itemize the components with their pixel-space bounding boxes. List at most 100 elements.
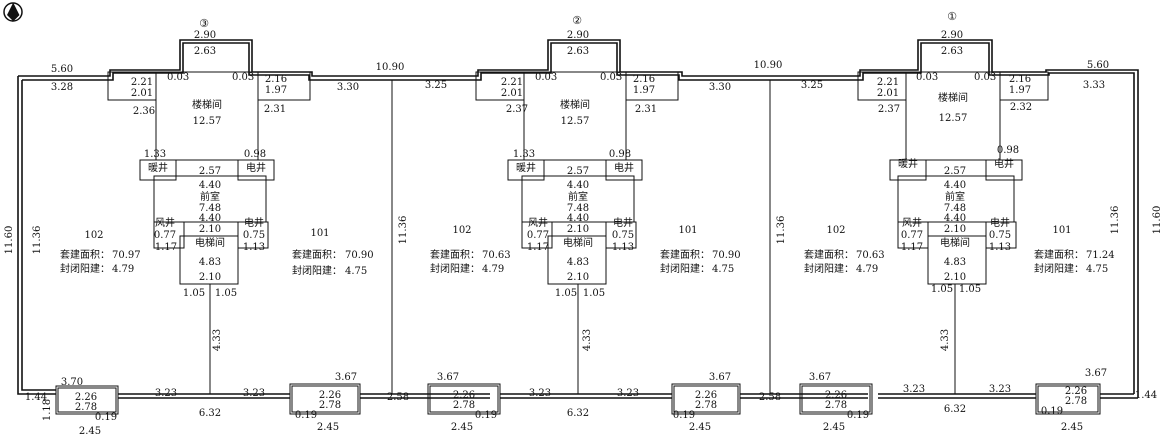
dim-003-2b: 0.03 [600,72,622,83]
room-wind-2: 风井 [528,216,548,229]
unit-102-c: 102 [826,225,845,236]
dim-232-1: 2.32 [1010,102,1032,113]
core-1 [857,71,1049,285]
dim-210-2: 2.10 [567,224,589,235]
room-lobby-3: 前室 [200,190,220,203]
dim-323-c: 3.23 [529,388,551,399]
room-lift-3: 电梯间 [195,236,225,249]
dim-105b-3: 1.05 [215,288,237,299]
unit-101-c: 101 [1052,225,1071,236]
unit-101-a: 101 [310,228,329,239]
dim-019-b: 0.19 [295,410,317,421]
closed-6: 4.75 [1086,264,1108,275]
dim-221-3: 2.21 [131,77,153,88]
closed-label-1: 封闭阳建： [60,262,110,275]
dim-105a-3: 1.05 [183,288,205,299]
dim-098-1: 0.98 [997,145,1019,156]
bal-226-2: 2.26 [319,390,341,401]
dim-117-2: 1.17 [527,242,549,253]
dim-258-b: 2.58 [759,392,781,403]
dim-323-b: 3.23 [243,388,265,399]
room-heat-3: 暖井 [148,161,168,174]
build-area-1: 70.97 [112,250,141,261]
north-arrow-icon [3,2,23,22]
area-lift-3: 4.83 [199,257,221,268]
stair-marker-2: ② [572,14,582,27]
dim-236: 2.36 [133,106,155,117]
dim-11-36-b: 11.36 [776,216,787,245]
dim-144-left: 1.44 [25,392,47,403]
dim-210b-2: 2.10 [567,272,589,283]
build-area-2: 70.90 [345,250,374,261]
bal-278-5: 2.78 [825,400,847,411]
dim-11-36-a: 11.36 [398,216,409,245]
dim-019-e: 0.19 [847,410,869,421]
dim-210-1: 2.10 [944,224,966,235]
room-elec-3: 电井 [246,161,266,174]
dim-210-3: 2.10 [199,224,221,235]
room-wind-3: 风井 [155,216,175,229]
build-area-6: 71.24 [1086,250,1115,261]
dim-3-33: 3.33 [1083,80,1105,91]
dim-075-1: 0.75 [989,230,1011,241]
build-area-label-1: 套建面积： [60,248,110,261]
room-lift-1: 电梯间 [940,236,970,249]
dim-top-w-2: 2.90 [567,30,589,41]
room-elec2-3: 电井 [244,216,264,229]
dim-632-b: 6.32 [567,408,589,419]
dim-323-a: 3.23 [155,388,177,399]
room-heat-2: 暖井 [516,161,536,174]
room-lobby-2: 前室 [568,190,588,203]
dim-10-90-a: 10.90 [376,62,405,73]
dim-197-3: 1.97 [265,85,287,96]
dim-201-2: 2.01 [501,88,523,99]
dim-216-2: 2.16 [633,74,655,85]
dim-632-a: 6.32 [199,408,221,419]
dim-323-d: 3.23 [617,388,639,399]
balconies [55,383,1101,415]
dim-201-3: 2.01 [131,88,153,99]
dim-105a-1: 1.05 [931,284,953,295]
bal-278-2: 2.78 [319,400,341,411]
dim-221-2: 2.21 [501,77,523,88]
dim-003-3b: 0.03 [232,72,254,83]
unit-102-b: 102 [452,225,471,236]
closed-3: 4.79 [482,264,504,275]
dim-098-3: 0.98 [244,149,266,160]
bal-226-6: 2.26 [1065,386,1087,397]
dim-3-67-d: 3.67 [809,372,831,383]
dim-105b-2: 1.05 [583,288,605,299]
dim-077-2: 0.77 [527,230,549,241]
dim-11-36-right: 11.36 [1110,206,1121,235]
closed-label-6: 封闭阳建： [1034,262,1084,275]
dim-019-d: 0.19 [673,410,695,421]
bal-278-6: 2.78 [1065,396,1087,407]
dim-003-3a: 0.03 [167,72,189,83]
dim-077-1: 0.77 [901,230,923,241]
dim-245-d: 2.45 [689,422,711,433]
dim-245-b: 2.45 [317,422,339,433]
dim-440-bot-2: 4.40 [567,213,589,224]
dim-216-3: 2.16 [265,74,287,85]
room-stair-3: 楼梯间 [192,98,222,111]
dim-11-36-left: 11.36 [32,226,43,255]
core-3 [107,71,311,285]
core-2 [475,71,679,285]
build-area-4: 70.90 [712,250,741,261]
dim-440-top-1: 4.40 [944,180,966,191]
bal-278-1: 2.78 [75,402,97,413]
dim-257-3: 2.57 [199,166,221,177]
bal-226-3: 2.26 [453,390,475,401]
dim-5-60-left: 5.60 [51,64,73,75]
dim-11-60-left: 11.60 [4,226,15,255]
dim-210b-3: 2.10 [199,272,221,283]
room-stair-1: 楼梯间 [938,91,968,104]
dim-3-67-b: 3.67 [437,372,459,383]
dim-098-2: 0.98 [609,149,631,160]
closed-label-5: 封闭阳建： [804,262,854,275]
build-area-3: 70.63 [482,250,511,261]
dim-top-w-1: 2.90 [941,30,963,41]
dim-4-33-3: 4.33 [212,329,223,351]
dim-257-1: 2.57 [944,166,966,177]
